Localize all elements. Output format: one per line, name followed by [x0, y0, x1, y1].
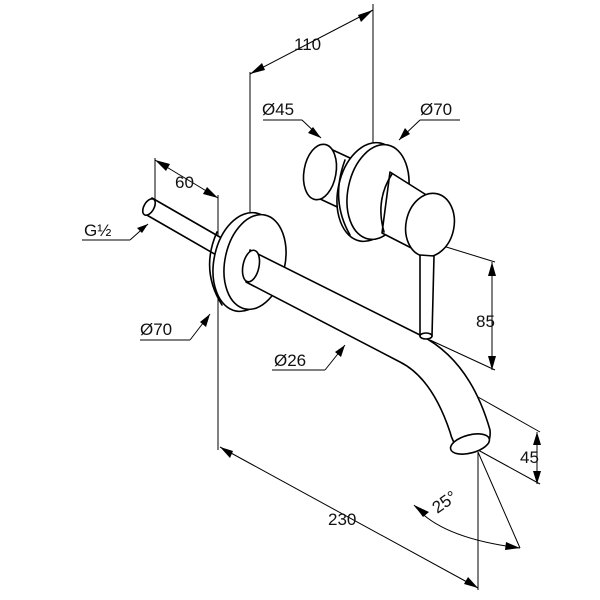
diameter-45-label: Ø45 — [262, 100, 294, 119]
dimension-85-label: 85 — [476, 312, 495, 331]
angle-25-label: 25° — [429, 487, 461, 517]
extension-lines — [154, 4, 541, 590]
mixer-handle — [380, 171, 456, 340]
dimension-45-label: 45 — [520, 448, 539, 467]
spout — [241, 249, 491, 455]
dimension-110-label: 110 — [294, 35, 321, 54]
diameter-70-rosette-label: Ø70 — [140, 320, 172, 339]
dimension-230-label: 230 — [328, 510, 356, 529]
diameter-70-mixer-label: Ø70 — [420, 100, 452, 119]
diameter-26-label: Ø26 — [274, 351, 306, 370]
dimension-60-label: 60 — [175, 173, 194, 192]
leader-lines — [82, 119, 460, 371]
dimension-labels: 110 60 G½ Ø45 Ø70 Ø70 Ø26 85 45 230 25° — [84, 35, 539, 529]
thread-g-half-label: G½ — [84, 221, 111, 240]
dimension-lines — [154, 9, 541, 589]
